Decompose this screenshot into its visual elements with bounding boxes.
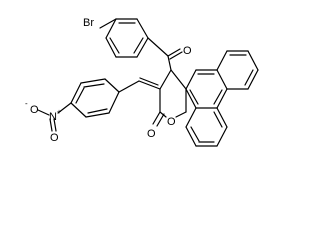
bond-inner: [190, 126, 200, 142]
bond: [136, 18, 149, 39]
bond: [247, 69, 259, 90]
bond: [185, 88, 197, 109]
bond-inner: [244, 69, 254, 86]
bond: [136, 37, 149, 58]
nitro-oxygen-minus-label: O: [30, 104, 39, 116]
bond: [57, 102, 72, 114]
bond: [104, 78, 120, 93]
bond-inner: [109, 37, 120, 54]
nitro-nitrogen-label: N: [49, 111, 57, 123]
ring-oxygen-label: O: [167, 116, 176, 128]
ketone-oxygen-label: O: [183, 45, 192, 57]
bond: [167, 48, 181, 57]
molecule-diagram: Br O O O N + O - O: [25, 17, 259, 147]
bond: [216, 88, 228, 109]
bond: [156, 113, 165, 127]
bond: [105, 18, 117, 39]
bond: [138, 80, 161, 90]
bond: [185, 126, 197, 147]
bond-inner: [87, 108, 108, 114]
bond: [108, 91, 120, 114]
bond-lines: [37, 18, 259, 147]
bond: [118, 80, 140, 93]
bond: [216, 126, 228, 147]
lactone-carbonyl-oxygen-label: O: [147, 128, 156, 140]
bond: [70, 82, 82, 104]
bond: [170, 69, 187, 90]
bond-inner: [189, 89, 199, 105]
bond: [185, 107, 197, 128]
nitro-plus-charge: +: [57, 109, 61, 116]
bromine-label: Br: [83, 17, 94, 29]
bond-inner: [133, 37, 144, 54]
bond: [139, 77, 159, 86]
bond-inner: [213, 89, 223, 105]
bond: [167, 55, 172, 71]
bond: [216, 50, 228, 71]
bond: [247, 50, 259, 71]
bond-inner: [75, 87, 85, 104]
bond: [147, 37, 169, 57]
bond: [85, 112, 110, 118]
bond: [80, 78, 106, 84]
nitro-minus-charge: -: [25, 99, 28, 108]
bond: [70, 102, 87, 118]
bond: [216, 69, 228, 90]
bond: [37, 109, 50, 116]
bond: [49, 118, 53, 132]
bond-inner: [83, 83, 105, 88]
bond: [152, 111, 161, 125]
nitro-oxygen-double-label: O: [50, 132, 59, 144]
bond: [216, 107, 228, 128]
bond: [105, 37, 117, 58]
bond: [169, 51, 183, 60]
bond: [159, 69, 172, 90]
bond: [53, 118, 57, 132]
bond: [185, 69, 197, 90]
atom-labels: Br O O O N + O - O: [25, 17, 192, 144]
bond: [175, 111, 187, 118]
bond: [159, 111, 167, 118]
bond-inner: [213, 111, 223, 128]
bond: [99, 18, 117, 29]
